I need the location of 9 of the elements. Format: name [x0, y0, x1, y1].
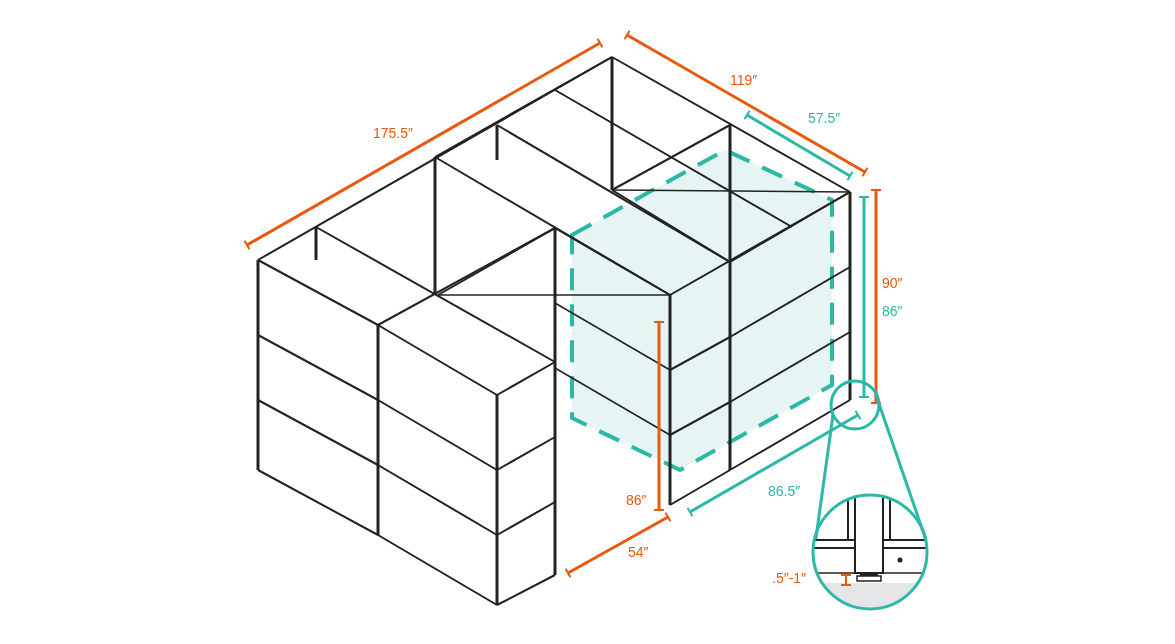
dimension-label: 175.5″ [373, 125, 413, 141]
dimension-label: 86″ [882, 303, 903, 319]
dimension-label: .5″-1″ [772, 570, 807, 586]
dimension-label: 90″ [882, 275, 903, 291]
dimension-label: 86.5″ [768, 483, 801, 499]
dimension-label: 119″ [730, 72, 758, 88]
dimension-label: 57.5″ [808, 110, 841, 126]
dimension-label: 54″ [628, 544, 649, 560]
dimension-label: 86″ [626, 492, 647, 508]
